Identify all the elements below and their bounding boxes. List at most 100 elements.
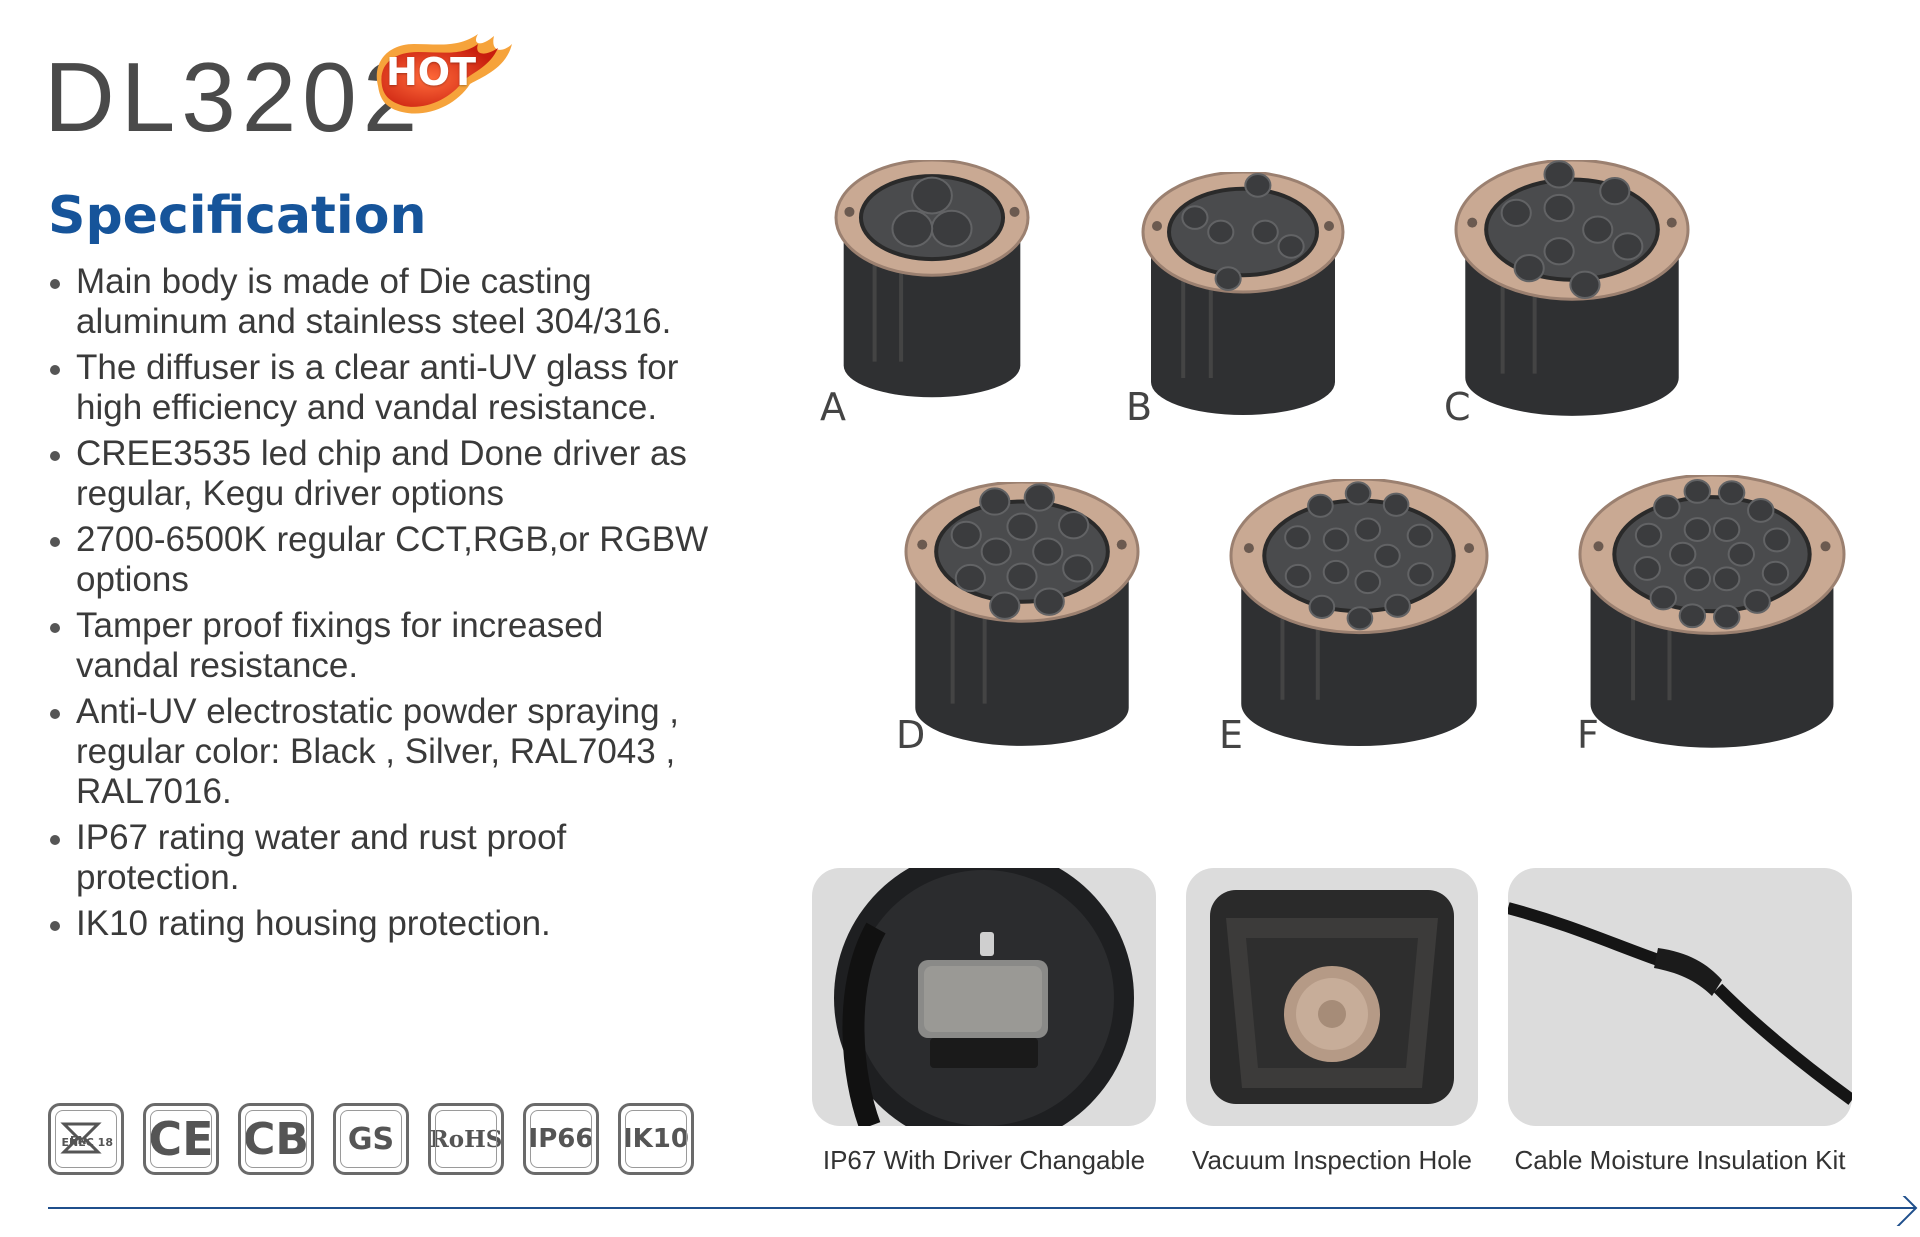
led-lens xyxy=(1683,516,1712,542)
led-lens xyxy=(1346,606,1374,631)
spec-item-line: regular, Kegu driver options xyxy=(76,474,505,513)
led-lens xyxy=(1407,562,1434,587)
ik10-icon: IK10 xyxy=(618,1103,694,1175)
spec-item-line: vandal resistance. xyxy=(76,646,359,685)
rohs-icon: RoHS xyxy=(428,1103,504,1175)
cb-icon: CB xyxy=(238,1103,314,1175)
led-lens xyxy=(1543,160,1575,189)
led-lens xyxy=(911,177,953,215)
led-lens xyxy=(1374,543,1401,569)
spec-item-line: high efficiency and vandal resistance. xyxy=(76,388,658,427)
led-lens xyxy=(891,210,934,248)
lamp-c xyxy=(1454,160,1690,417)
spec-item: IK10 rating housing protection. xyxy=(48,904,748,944)
spec-item-line: Tamper proof fixings for increased xyxy=(76,606,604,645)
led-lens xyxy=(1354,517,1382,542)
led-lens xyxy=(1612,232,1644,261)
lamp-label-e: E xyxy=(1219,713,1244,757)
spec-item-line: 2700-6500K regular CCT,RGB,or RGBW xyxy=(76,520,709,559)
flame-icon xyxy=(376,34,512,114)
led-lens xyxy=(1599,177,1631,206)
led-lens xyxy=(1354,570,1382,595)
led-lens xyxy=(1713,604,1741,630)
feature-image-inspection-hole xyxy=(1186,868,1478,1126)
led-lens xyxy=(1683,566,1712,592)
led-lens xyxy=(1284,525,1311,550)
spec-item-line: CREE3535 led chip and Done driver as xyxy=(76,434,687,473)
spec-item-line: regular color: Black , Silver, RAL7043 , xyxy=(76,732,676,771)
spec-item-line: protection. xyxy=(76,858,240,897)
led-lens xyxy=(1582,215,1614,245)
led-lens xyxy=(1032,537,1064,567)
feature-image-driver xyxy=(812,868,1156,1126)
spec-item: The diffuser is a clear anti-UV glass fo… xyxy=(48,348,748,428)
lamp-f xyxy=(1578,474,1846,748)
led-lens xyxy=(1747,497,1775,523)
feature-caption-inspection-hole: Vacuum Inspection Hole xyxy=(1192,1145,1472,1175)
spec-item-line: RAL7016. xyxy=(76,772,232,811)
led-lens xyxy=(1543,194,1575,223)
led-lens xyxy=(1763,527,1791,553)
led-lens xyxy=(1344,481,1372,506)
led-lens xyxy=(1181,205,1209,230)
ip66-icon: IP66 xyxy=(523,1103,599,1175)
led-lens xyxy=(1308,594,1336,620)
led-lens xyxy=(1513,254,1545,283)
led-lens xyxy=(950,521,982,550)
lamp-label-c: C xyxy=(1444,385,1471,429)
led-lens xyxy=(1406,523,1434,548)
enec-icon: EN ENEC 18 xyxy=(48,1103,124,1175)
led-lens xyxy=(1761,560,1790,586)
led-lens xyxy=(1569,271,1601,300)
led-lens xyxy=(989,591,1021,621)
hot-badge: HOT xyxy=(366,14,516,124)
spec-item-line: Main body is made of Die casting xyxy=(76,262,592,301)
led-lens xyxy=(1712,566,1741,592)
led-lens xyxy=(1322,560,1350,585)
feature-caption-cable-kit: Cable Moisture Insulation Kit xyxy=(1514,1145,1846,1175)
led-lens xyxy=(1500,199,1532,228)
led-lens xyxy=(1058,511,1090,540)
led-lens xyxy=(1382,492,1410,518)
arrow-line xyxy=(48,1196,1918,1226)
spec-item-line: options xyxy=(76,560,189,599)
led-lens xyxy=(1006,512,1038,542)
led-lens xyxy=(1649,585,1677,611)
led-lens xyxy=(1207,219,1235,245)
lamp-a xyxy=(834,160,1030,398)
lamp-e xyxy=(1229,479,1489,747)
model-title: DL3202 xyxy=(44,42,424,152)
led-lens xyxy=(1284,564,1312,589)
led-lens xyxy=(1634,522,1663,548)
led-lens xyxy=(1214,266,1242,291)
feature-caption-driver: IP67 With Driver Changable xyxy=(822,1145,1146,1175)
led-lens xyxy=(1727,541,1756,567)
led-lens xyxy=(1322,527,1350,552)
led-lens xyxy=(1307,493,1334,519)
svg-text:EN: EN xyxy=(70,1134,87,1147)
hot-label: HOT xyxy=(386,50,477,94)
spec-item-line: IK10 rating housing protection. xyxy=(76,904,551,943)
led-lens xyxy=(1678,603,1707,628)
lamp-label-f: F xyxy=(1577,713,1599,757)
lamp-b xyxy=(1141,172,1345,415)
lamp-label-d: D xyxy=(896,713,926,757)
led-lens xyxy=(1743,588,1771,614)
feature-image-cable-kit xyxy=(1508,868,1852,1126)
led-lens xyxy=(980,537,1012,567)
led-lens xyxy=(1543,237,1575,266)
spec-item-line: IP67 rating water and rust proof xyxy=(76,818,567,857)
led-lens xyxy=(1384,593,1411,619)
spec-item-line: aluminum and stainless steel 304/316. xyxy=(76,302,672,341)
led-lens xyxy=(1251,219,1279,245)
led-lens xyxy=(1653,494,1681,520)
led-lens xyxy=(1006,562,1038,592)
led-lens xyxy=(979,487,1011,517)
lamp-d xyxy=(904,482,1140,747)
led-lens xyxy=(1712,516,1741,542)
